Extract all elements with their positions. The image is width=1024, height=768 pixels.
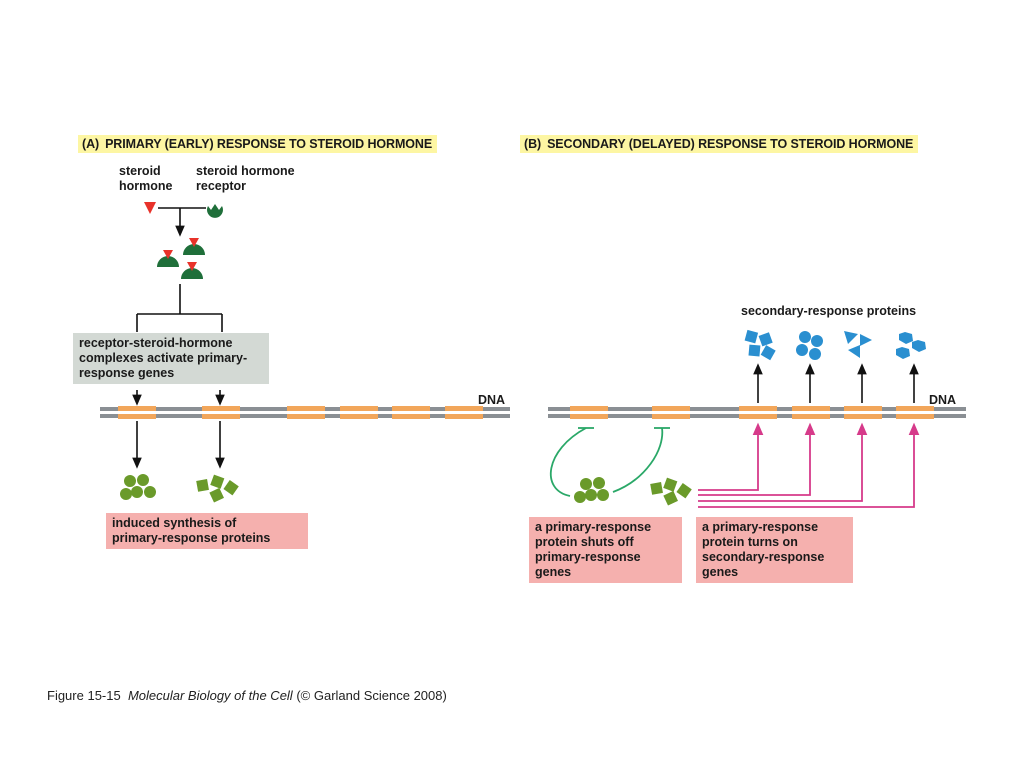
receptor-label-line-2: receptor [196,179,247,193]
secondary-protein-circles [796,331,823,360]
induced-synthesis-line-2: primary-response proteins [112,531,271,545]
dna-label-a: DNA [478,393,506,407]
secondary-protein-triangles [844,331,872,358]
expression-arrows-a [132,421,225,469]
figure-caption: Figure 15-15 Molecular Biology of the Ce… [47,688,447,703]
binding-bracket [158,207,206,237]
dna-strand-b [548,406,966,419]
panel-a-title-text: PRIMARY (EARLY) RESPONSE TO STEROID HORM… [105,137,433,151]
hormone-label: steroid hormone [119,164,172,194]
secondary-protein-hexagons [896,332,926,359]
shutoff-line-4: genes [535,565,572,579]
primary-protein-circles-a [120,474,156,500]
complex-bracket [136,284,223,332]
complex-activation-box: receptor-steroid-hormone complexes activ… [73,333,269,384]
panel-b-title: (B) SECONDARY (DELAYED) RESPONSE TO STERO… [520,135,919,153]
receptor-icon [207,204,223,218]
primary-protein-squares-b [650,477,692,506]
complex-box-line-1: receptor-steroid-hormone [79,336,233,350]
steroid-hormone-icon [144,202,156,214]
turnon-line-1: a primary-response [702,520,819,534]
secondary-proteins-label: secondary-response proteins [741,304,917,318]
primary-protein-circles-b [574,477,609,503]
caption-credit: (© Garland Science 2008) [296,688,447,703]
caption-figure-number: Figure 15-15 [47,688,121,703]
receptor-label-line-1: steroid hormone [196,164,295,178]
hormone-label-line-1: steroid [119,164,161,178]
panel-a-title: (A) PRIMARY (EARLY) RESPONSE TO STEROID H… [78,135,438,153]
turnon-line-4: genes [702,565,739,579]
receptor-label: steroid hormone receptor [196,164,295,194]
turnon-line-3: secondary-response [702,550,825,564]
inhibition-arcs [549,427,670,497]
activation-lines [698,422,920,508]
secondary-protein-squares [744,329,776,361]
induced-synthesis-line-1: induced synthesis of [112,516,237,530]
turnon-line-2: protein turns on [702,535,798,549]
receptor-hormone-complexes [157,238,205,279]
panel-b-letter: (B) [524,137,542,151]
panel-a-letter: (A) [82,137,100,151]
panel-b-title-text: SECONDARY (DELAYED) RESPONSE TO STEROID … [547,137,914,151]
activation-arrows-a [132,390,225,406]
shutoff-line-2: protein shuts off [535,535,634,549]
caption-book-title: Molecular Biology of the Cell [127,688,293,703]
dna-strand-a [100,406,510,419]
shutoff-line-1: a primary-response [535,520,652,534]
shutoff-line-3: primary-response [535,550,641,564]
hormone-label-line-2: hormone [119,179,173,193]
primary-protein-squares-a [196,474,239,503]
expression-arrows-b [753,363,919,403]
induced-synthesis-box: induced synthesis of primary-response pr… [106,513,308,549]
turnon-box: a primary-response protein turns on seco… [696,517,853,583]
complex-box-line-3: response genes [79,366,175,380]
complex-box-line-2: complexes activate primary- [79,351,248,365]
dna-label-b: DNA [929,393,957,407]
shutoff-box: a primary-response protein shuts off pri… [529,517,682,583]
